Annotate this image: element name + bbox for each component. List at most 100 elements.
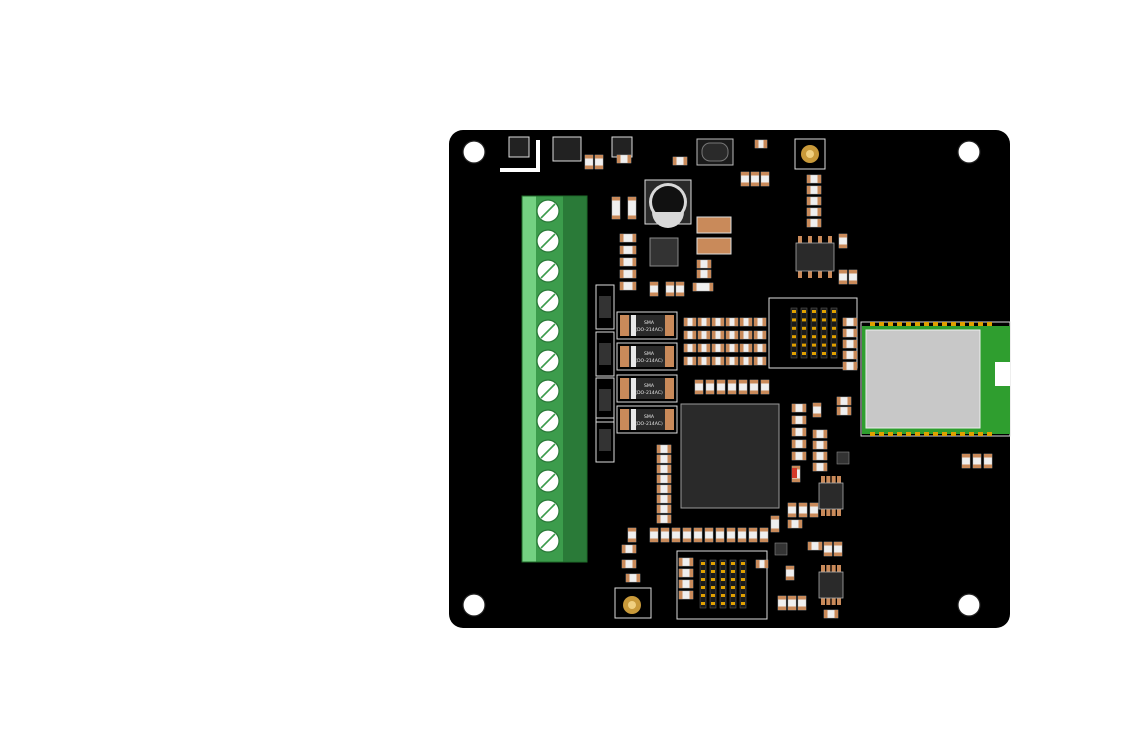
smd-passive <box>619 281 637 291</box>
smd-passive <box>836 406 852 416</box>
smd-passive <box>737 527 747 543</box>
smd-passive <box>806 185 822 195</box>
sma-diode: SMA(DO-214AC) <box>616 374 678 403</box>
smd-passive <box>760 171 770 187</box>
smd-passive <box>656 504 672 514</box>
smd-passive <box>656 474 672 484</box>
smd-passive <box>649 281 659 297</box>
smd-passive <box>627 196 637 220</box>
smd-passive <box>753 330 767 340</box>
sma-diode: SMA(DO-214AC) <box>616 342 678 371</box>
smd-passive <box>806 196 822 206</box>
smd-passive <box>656 454 672 464</box>
smd-passive <box>678 579 694 589</box>
smd-passive <box>961 453 971 469</box>
smd-passive <box>823 541 833 557</box>
smd-passive <box>584 154 594 170</box>
diode-package-label: (DO-214AC) <box>635 421 663 427</box>
smd-passive <box>671 527 681 543</box>
terminal-screw <box>536 199 560 223</box>
passive-components <box>584 139 993 619</box>
smd-passive <box>621 559 637 569</box>
smd-passive <box>806 207 822 217</box>
smd-passive <box>806 218 822 228</box>
smd-passive <box>842 317 858 327</box>
smd-passive <box>738 379 748 395</box>
smd-passive <box>696 269 712 279</box>
antenna-connector <box>614 587 652 619</box>
wireless-module <box>860 321 1011 437</box>
smd-passive <box>785 565 795 581</box>
smd-passive <box>753 317 767 327</box>
diode-package-label: SMA <box>644 351 655 357</box>
terminal-screw <box>536 259 560 283</box>
smd-passive <box>678 590 694 600</box>
smd-passive <box>739 317 753 327</box>
smd-passive <box>711 356 725 366</box>
smd-passive <box>656 514 672 524</box>
smd-passive <box>770 515 780 533</box>
smd-passive <box>812 402 822 418</box>
smd-passive <box>777 595 787 611</box>
smd-passive <box>972 453 982 469</box>
soic-ic <box>818 565 844 605</box>
diode-package-label: (DO-214AC) <box>635 327 663 333</box>
antenna-connector <box>794 138 826 170</box>
smd-passive <box>806 174 822 184</box>
smd-passive <box>697 317 711 327</box>
smd-passive <box>619 233 637 243</box>
terminal-screw <box>536 499 560 523</box>
smd-passive <box>715 527 725 543</box>
mcu-chip <box>680 403 780 509</box>
smd-passive <box>760 379 770 395</box>
smd-passive <box>759 527 769 543</box>
smd-passive <box>619 269 637 279</box>
smd-passive <box>678 557 694 567</box>
smd-passive <box>656 494 672 504</box>
pin-header-group <box>676 297 858 620</box>
diode-package-label: (DO-214AC) <box>635 390 663 396</box>
smd-passive <box>797 595 807 611</box>
smd-passive <box>809 502 819 518</box>
smd-passive <box>682 527 692 543</box>
smd-passive <box>787 502 797 518</box>
terminal-screw <box>536 379 560 403</box>
smd-passive <box>748 527 758 543</box>
smd-passive <box>842 361 858 371</box>
smd-passive <box>838 233 848 249</box>
terminal-screw <box>536 409 560 433</box>
small-qfn <box>836 451 850 465</box>
smd-passive <box>711 330 725 340</box>
smd-passive <box>656 484 672 494</box>
regulator-ic <box>649 237 679 267</box>
smd-passive <box>683 330 697 340</box>
led <box>792 468 797 478</box>
smd-passive <box>812 429 828 439</box>
ic-small <box>552 136 582 162</box>
diode-group: SMA(DO-214AC)SMA(DO-214AC)SMA(DO-214AC)S… <box>616 311 678 434</box>
smd-passive <box>836 396 852 406</box>
smd-passive <box>697 356 711 366</box>
smd-passive <box>705 379 715 395</box>
smd-passive <box>621 544 637 554</box>
smd-passive <box>787 595 797 611</box>
smd-passive <box>704 527 714 543</box>
smd-passive <box>842 339 858 349</box>
soic-ic <box>818 476 844 516</box>
smd-passive <box>739 330 753 340</box>
smd-passive <box>649 527 659 543</box>
smd-passive <box>660 527 670 543</box>
mounting-hole <box>957 593 981 617</box>
smd-passive <box>842 350 858 360</box>
smd-passive <box>727 379 737 395</box>
terminal-screw <box>536 229 560 253</box>
pin-header <box>768 297 858 369</box>
terminal-screw <box>536 289 560 313</box>
smd-passive <box>833 541 843 557</box>
smd-passive <box>848 269 858 285</box>
smd-passive <box>725 317 739 327</box>
smd-passive <box>683 356 697 366</box>
mounting-hole <box>957 140 981 164</box>
diode-package-label: SMA <box>644 320 655 326</box>
terminal-screw <box>536 529 560 553</box>
